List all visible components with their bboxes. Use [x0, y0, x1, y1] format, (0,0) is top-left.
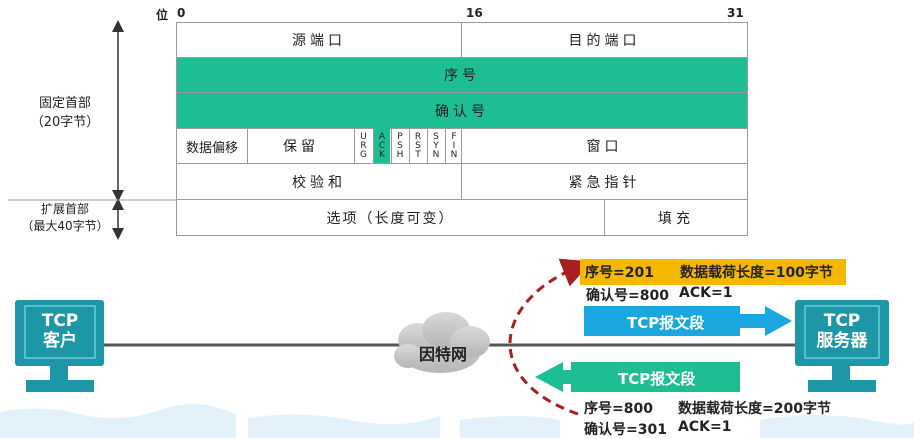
- bit-position-label: 位: [156, 8, 169, 22]
- flag-letter: G: [360, 149, 367, 160]
- flag-letter: U: [360, 131, 367, 142]
- client-ack-number: 确认号=800: [586, 288, 669, 304]
- bit-0-label: 0: [177, 6, 186, 20]
- padding-field: 填充: [604, 199, 748, 236]
- flag-letter: N: [432, 149, 440, 160]
- client-ack-flag: ACK=1: [679, 285, 733, 301]
- segment-to-client-label: TCP报文段: [618, 370, 696, 388]
- flag-letter: R: [360, 140, 367, 151]
- flag-letter: K: [379, 149, 385, 160]
- server-label: TCP 服务器: [816, 311, 868, 351]
- client-segment-highlight: 序号=201 数据载荷长度=100字节: [580, 259, 846, 285]
- flag-letter: R: [414, 131, 422, 142]
- window-field: 窗口: [461, 128, 748, 164]
- client-payload: 数据载荷长度=100字节: [679, 265, 833, 281]
- server-payload: 数据载荷长度=200字节: [678, 401, 831, 417]
- server-ack-flag: ACK=1: [678, 419, 732, 435]
- flag-letter: A: [378, 131, 386, 142]
- server-seq: 序号=800: [584, 401, 653, 417]
- segment-to-server-label: TCP报文段: [627, 314, 705, 332]
- flag-letter: F: [451, 131, 457, 142]
- flag-letter: S: [433, 131, 439, 142]
- client-seq: 序号=201: [585, 265, 654, 281]
- client-monitor-icon: [15, 300, 104, 392]
- internet-label: 因特网: [419, 345, 468, 364]
- flag-letter: H: [396, 149, 404, 160]
- flag-letter: S: [397, 140, 403, 151]
- exchange-curve-arrow: [508, 258, 592, 416]
- destination-port-field: 目的端口: [461, 22, 748, 58]
- flag-letter: I: [452, 140, 456, 151]
- segment-to-client-arrow: [535, 362, 740, 392]
- source-port-field: 源端口: [176, 22, 462, 58]
- options-field: 选项（长度可变）: [176, 199, 605, 236]
- flag-letter: N: [450, 149, 458, 160]
- server-monitor-icon: [795, 300, 889, 392]
- fixed-header-label: 固定首部 （20字节）: [30, 96, 100, 130]
- bit-31-label: 31: [727, 6, 744, 20]
- urgent-pointer-field: 紧急指针: [461, 163, 748, 200]
- flag-letter: Y: [433, 140, 439, 151]
- flag-letter: P: [397, 131, 403, 142]
- acknowledgment-number-field: 确认号: [176, 92, 748, 129]
- flag-letter: C: [378, 140, 386, 151]
- server-ack-number: 确认号=301: [584, 422, 667, 438]
- segment-to-server-arrow: [584, 306, 792, 336]
- data-offset-field: 数据偏移: [176, 128, 248, 164]
- flag-letter: T: [415, 149, 421, 160]
- internet-cloud-icon: [394, 312, 490, 373]
- extended-header-label: 扩展首部 （最大40字节）: [21, 202, 109, 233]
- bit-16-label: 16: [466, 6, 483, 20]
- client-label: TCP 客户: [41, 311, 79, 351]
- flag-letter: S: [415, 140, 421, 151]
